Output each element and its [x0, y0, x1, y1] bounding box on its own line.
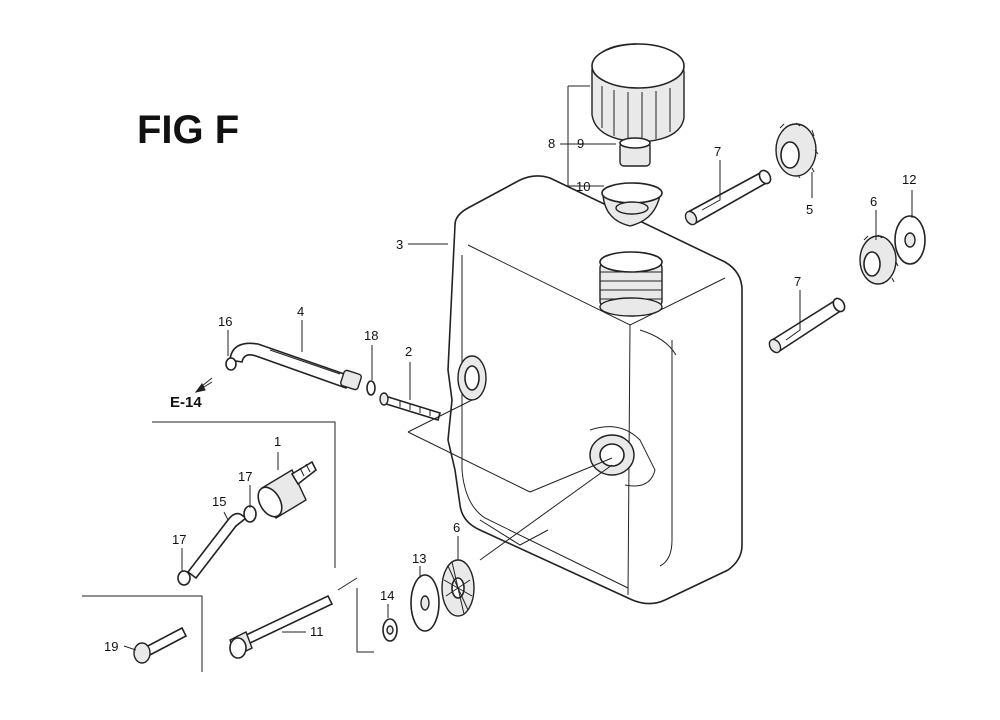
- callout-10: 10: [576, 179, 590, 194]
- fuel-tube: [229, 342, 362, 391]
- fuel-cap: [591, 43, 685, 143]
- tube-clip-17-upper: [243, 505, 257, 523]
- rubber-mount-lower: [441, 559, 475, 617]
- callouts: 1 2 3 4 5 6 6 7 7 8 9 10 11 12 13 14 15 …: [104, 136, 916, 654]
- long-bolt-11: [229, 594, 334, 659]
- fuel-valve: [257, 460, 318, 519]
- figure-title: FIG F: [137, 108, 240, 152]
- callout-9: 9: [577, 136, 584, 151]
- rubber-mount-upper: [775, 122, 819, 179]
- callout-3: 3: [396, 237, 403, 252]
- callout-13: 13: [412, 551, 426, 566]
- callout-1: 1: [274, 434, 281, 449]
- fuel-strainer: [601, 182, 663, 227]
- leader-lines: [82, 85, 913, 672]
- joint-bolt-2: [379, 392, 441, 422]
- fuel-tube-15: [186, 512, 248, 580]
- cap-filter: [619, 137, 651, 167]
- callout-7-upper: 7: [714, 144, 721, 159]
- o-ring-18: [366, 380, 376, 396]
- callout-14: 14: [380, 588, 394, 603]
- callout-6-lower: 6: [453, 520, 460, 535]
- reference-e14: E-14: [170, 394, 202, 411]
- reference-arrowhead: [194, 383, 206, 393]
- callout-17-upper: 17: [238, 469, 252, 484]
- collar-lower: [768, 297, 846, 354]
- callout-4: 4: [297, 304, 304, 319]
- callout-17-lower: 17: [172, 532, 186, 547]
- callout-5: 5: [806, 202, 813, 217]
- washer-right: [894, 215, 926, 265]
- tube-clip-16: [225, 357, 237, 371]
- callout-11: 11: [310, 624, 324, 639]
- rubber-mount-right: [859, 234, 899, 285]
- callout-16: 16: [218, 314, 232, 329]
- callout-19: 19: [104, 639, 118, 654]
- callout-2: 2: [405, 344, 412, 359]
- washer-14: [382, 618, 398, 642]
- bolt-19: [133, 626, 188, 664]
- collar-upper: [684, 169, 772, 226]
- callout-6-right: 6: [870, 194, 877, 209]
- fuel-tank: [447, 175, 743, 605]
- callout-15: 15: [212, 494, 226, 509]
- callout-18: 18: [364, 328, 378, 343]
- callout-8: 8: [548, 136, 555, 151]
- callout-7-lower: 7: [794, 274, 801, 289]
- tube-clip-17-lower: [177, 570, 191, 586]
- callout-12: 12: [902, 172, 916, 187]
- washer-13: [410, 574, 440, 632]
